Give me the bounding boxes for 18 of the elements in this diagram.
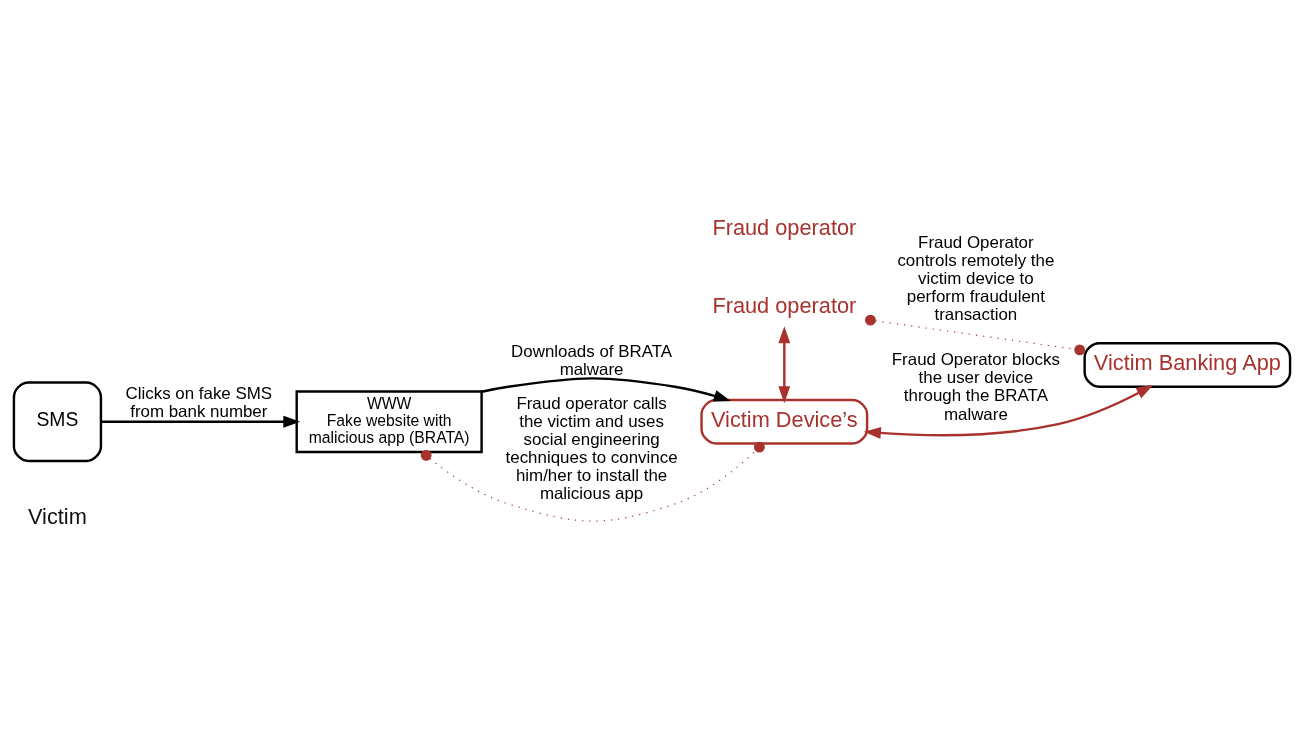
connector [865,314,1086,356]
connector [420,441,765,522]
node-text: Fraud operator [712,214,857,240]
node-box: Victim Device’s [700,398,869,445]
node-box: SMS [12,381,103,463]
edge-label: Fraud Operator blocks the user device through the BRATA malware [891,350,1060,424]
edge-label: Fraud operator calls the victim and uses social engineering techniques to convince him/her to install the malicious app [505,393,678,504]
node-box: Victim Banking App [1083,341,1292,388]
edge-label: Downloads of BRATA malware [511,341,673,379]
arrow [778,326,791,404]
arrow [863,385,1154,439]
edge-label: Clicks on fake SMS from bank number [125,384,273,422]
arrow [101,415,301,428]
arrow [481,377,731,402]
node-box: WWW Fake website with malicious app (BRATA) [295,390,483,454]
edge-label: Fraud Operator controls remotely the victim device to perform fraudulent transaction [897,232,1055,325]
node-text: Victim [28,503,87,529]
node-text: Fraud operator [712,293,857,319]
